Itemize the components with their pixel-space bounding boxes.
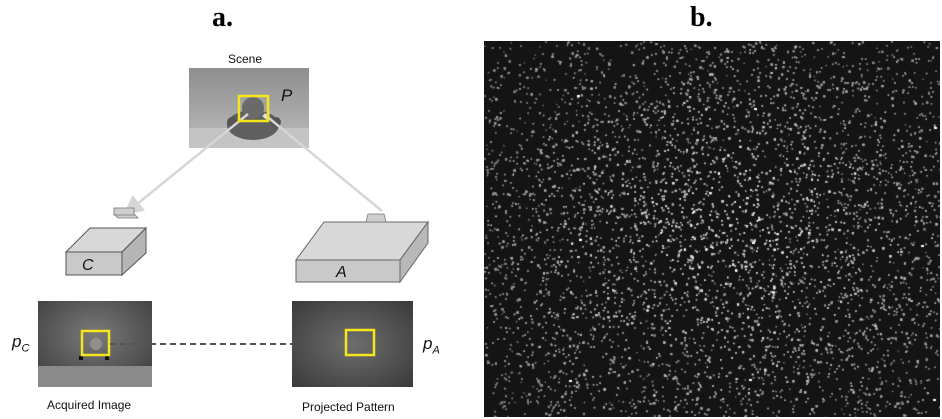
- projected-pattern-caption: Projected Pattern: [302, 400, 395, 414]
- projector-box-icon: [295, 213, 429, 284]
- projector-label-A: A: [336, 264, 347, 281]
- camera-point-sub: C: [21, 342, 30, 355]
- projector-point-base: p: [423, 334, 433, 353]
- scene-caption: Scene: [228, 52, 263, 66]
- acquired-image-caption: Acquired Image: [47, 398, 132, 412]
- projected-highlight-box: [344, 328, 376, 357]
- diagram-a: [38, 68, 429, 387]
- panel-a-label: a.: [212, 2, 233, 33]
- projected-pattern: [292, 301, 413, 387]
- camera-point-label: pC: [12, 332, 29, 354]
- acquired-highlight-box: [80, 329, 111, 357]
- camera-point-base: p: [12, 332, 22, 351]
- ray-from-projector: [263, 113, 383, 212]
- point-label-P: P: [281, 86, 293, 105]
- speckle-pattern-image: [484, 41, 940, 417]
- camera-box-icon: [64, 207, 148, 277]
- projector-point-sub: A: [432, 344, 440, 357]
- camera-label-C: C: [82, 257, 94, 274]
- panel-b-label: b.: [690, 2, 713, 33]
- projector-point-label: pA: [423, 334, 440, 356]
- scene-highlight-box: [237, 94, 270, 123]
- ray-to-camera: [123, 113, 249, 216]
